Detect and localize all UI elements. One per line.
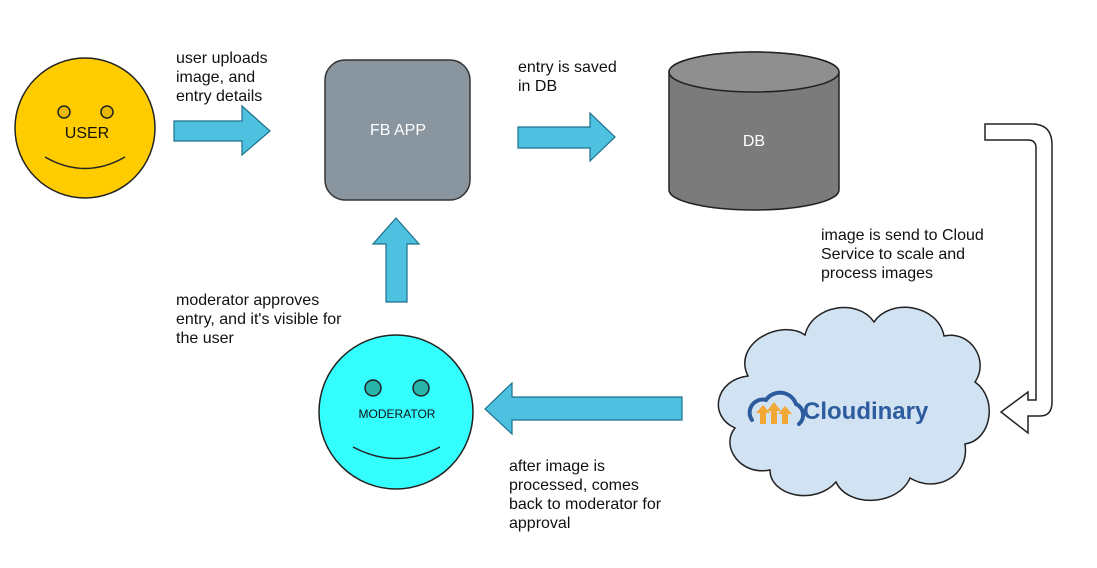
cloudinary-logo-text: Cloudinary xyxy=(803,398,929,425)
db-cylinder-top xyxy=(668,51,840,93)
user-left-eye xyxy=(57,105,71,119)
moderator-smile xyxy=(352,446,441,460)
user-node: USER xyxy=(14,57,156,199)
arrow-db-to-cloud xyxy=(984,123,1053,435)
user-label: USER xyxy=(65,125,109,142)
cloud-shape xyxy=(717,306,990,502)
moderator-right-eye xyxy=(412,379,430,397)
moderator-label: MODERATOR xyxy=(359,407,436,421)
annotation-cloud: image is send to Cloud Service to scale … xyxy=(821,227,984,282)
user-face-icon xyxy=(14,57,156,199)
cloudinary-logo-icon xyxy=(747,390,806,426)
arrow-app-to-db xyxy=(517,111,616,163)
arrow-moderator-to-app xyxy=(371,217,421,303)
moderator-left-eye xyxy=(364,379,382,397)
db-node: DB xyxy=(668,51,840,211)
fb-app-label: FB APP xyxy=(370,122,426,139)
moderator-node: MODERATOR xyxy=(318,334,474,490)
annotation-saved: entry is saved in DB xyxy=(518,59,617,95)
user-right-eye xyxy=(100,105,114,119)
annotation-upload: user uploads image, and entry details xyxy=(176,50,268,105)
arrow-cloud-to-moderator xyxy=(484,381,683,436)
db-label: DB xyxy=(743,133,765,150)
arrow-user-to-app xyxy=(173,104,271,157)
user-smile xyxy=(44,156,126,170)
cloudinary-node: Cloudinary xyxy=(717,306,990,502)
annotation-processed: after image is processed, comes back to … xyxy=(509,458,662,532)
annotation-approve: moderator approves entry, and it's visib… xyxy=(176,292,342,347)
fb-app-box xyxy=(324,59,471,201)
fb-app-node: FB APP xyxy=(324,59,471,201)
